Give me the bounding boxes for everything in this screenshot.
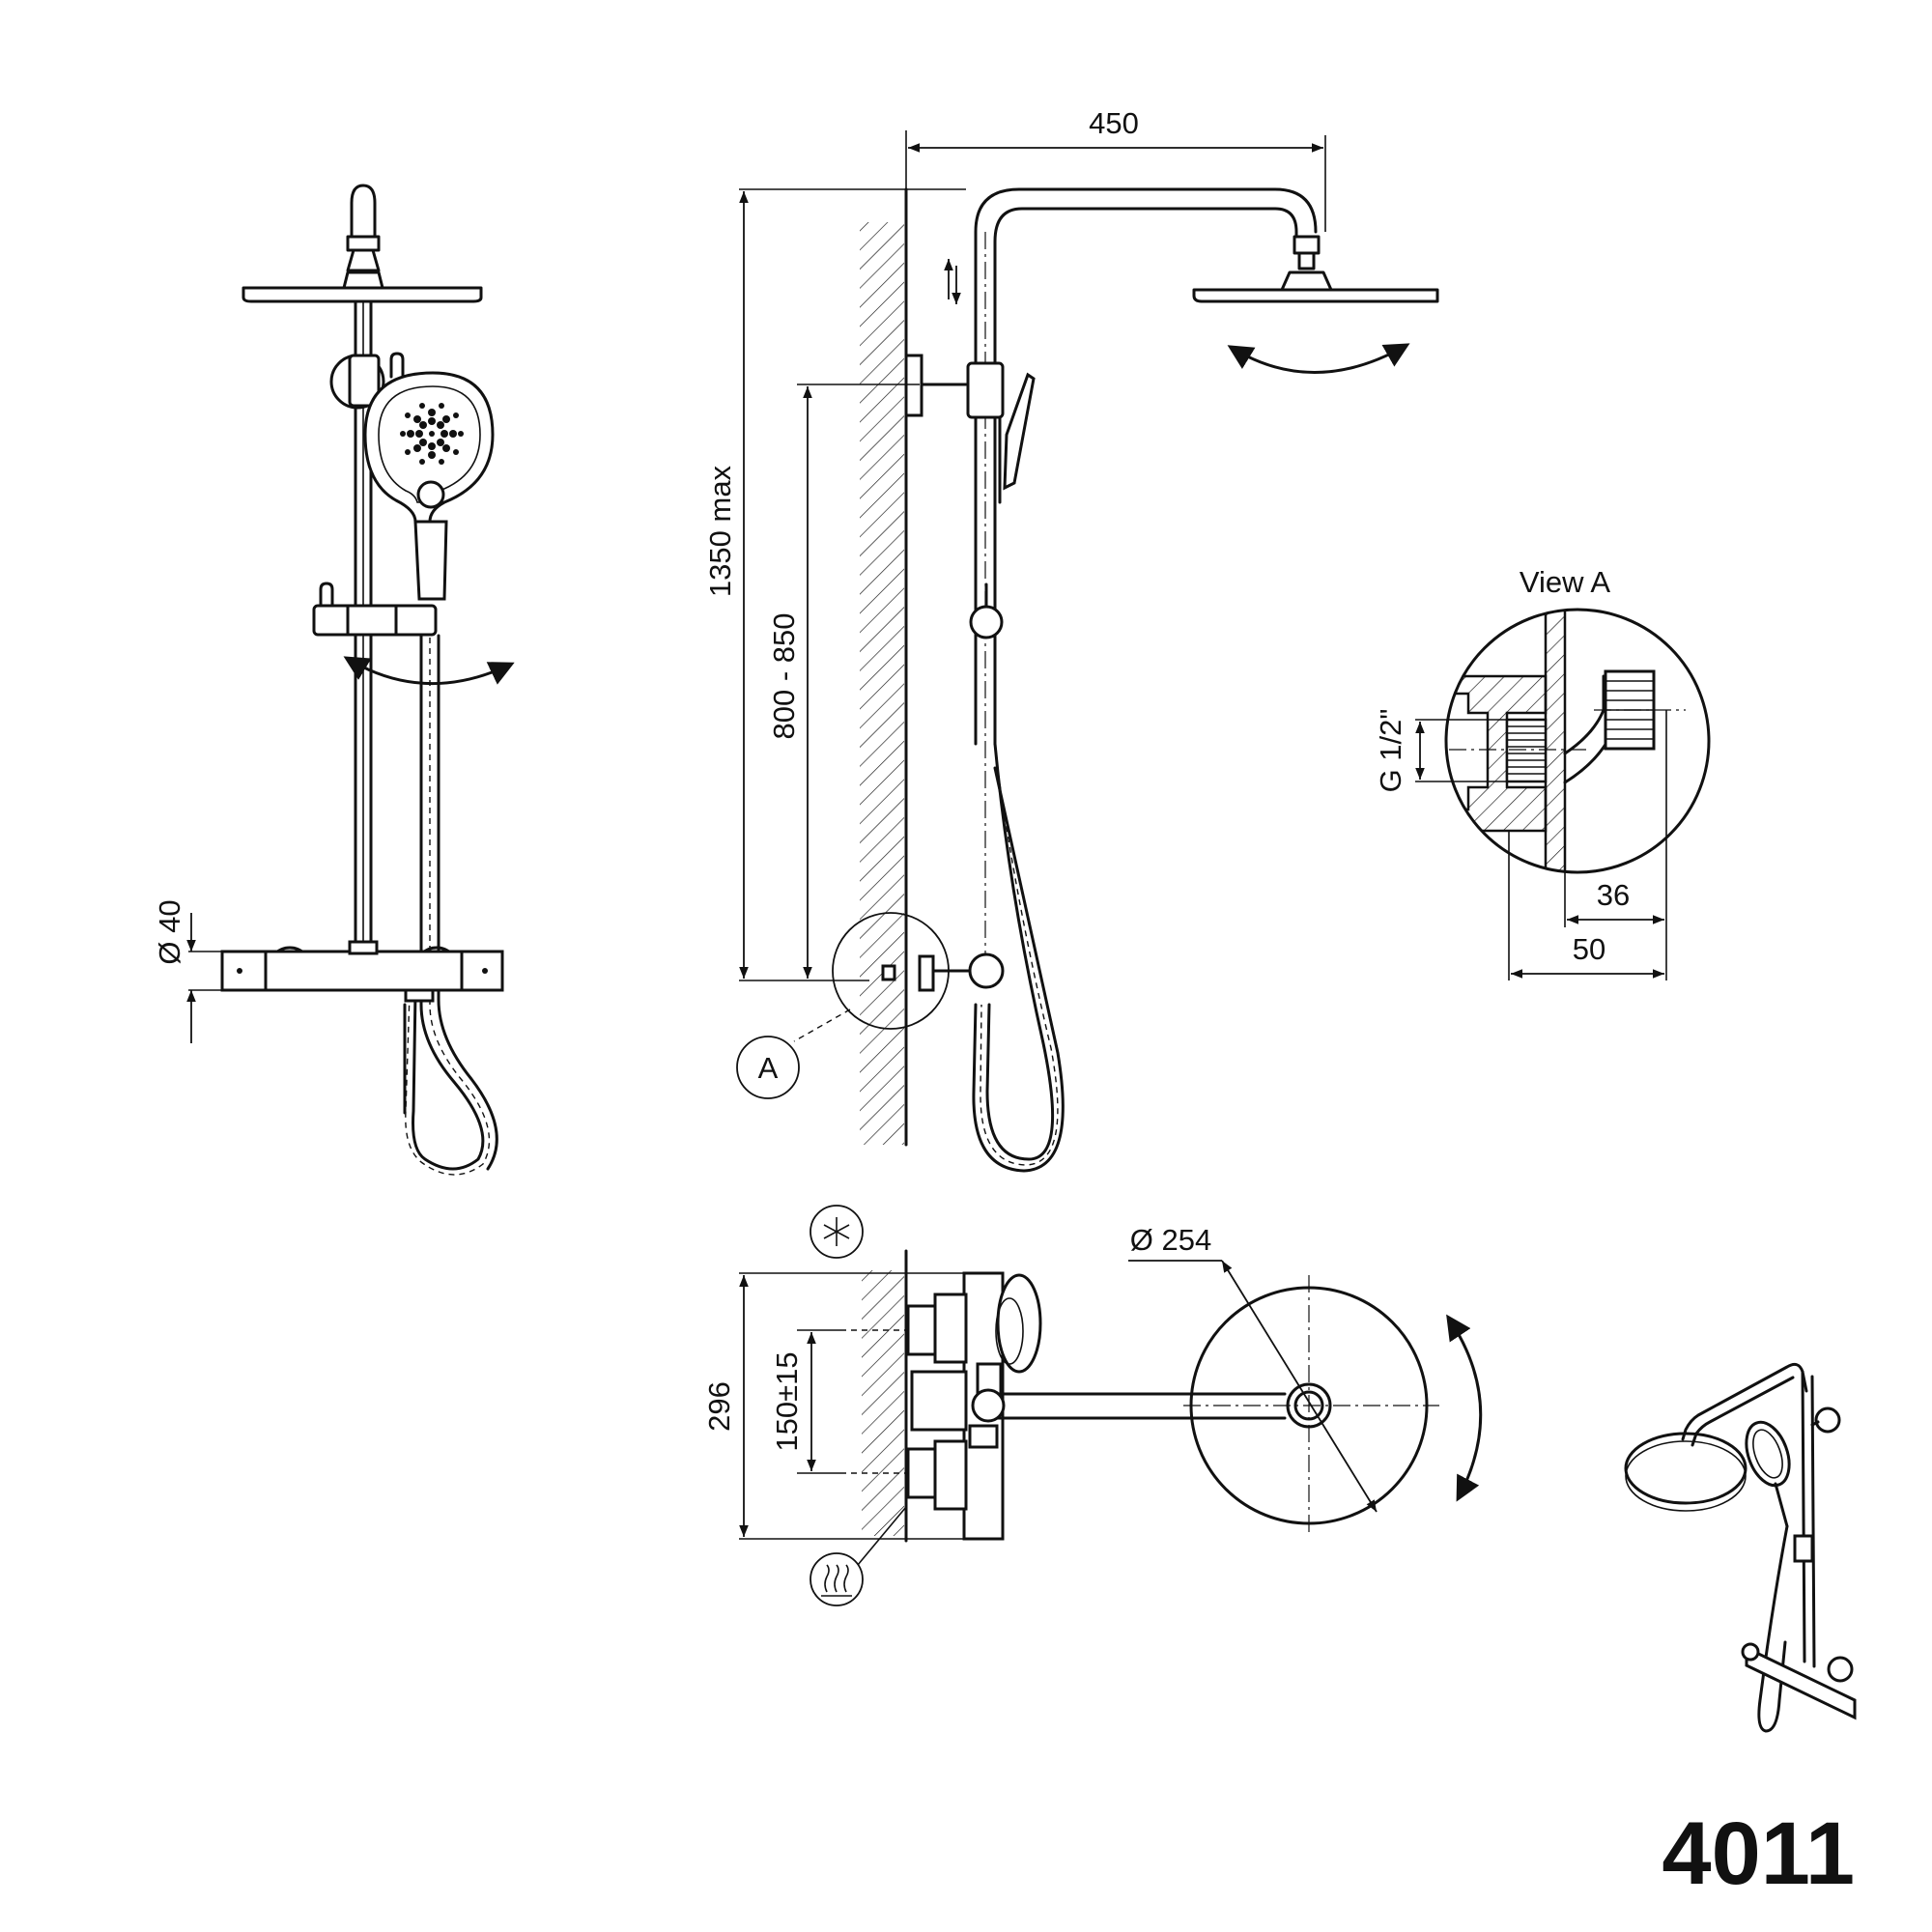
head-connector xyxy=(342,270,384,290)
thread-lines xyxy=(1507,725,1546,775)
hand-shower-handle xyxy=(413,520,448,601)
thermostatic-mixer xyxy=(220,950,504,992)
view-a-detail: View A xyxy=(1374,565,1711,980)
iso-rain-head xyxy=(1624,1432,1747,1505)
view-a-title: View A xyxy=(1520,565,1611,599)
cold-connector xyxy=(906,1304,937,1356)
snowflake-icon xyxy=(823,1217,850,1246)
detail-marker-a xyxy=(736,1036,800,1099)
rain-shower-head-side xyxy=(1192,288,1439,303)
hand-shower-side xyxy=(1003,372,1036,491)
shower-arm xyxy=(974,187,1318,746)
upper-wall-bracket xyxy=(904,354,923,417)
spray-nozzle-pattern xyxy=(400,403,464,465)
cap-swivel xyxy=(346,248,381,272)
svg-text:A: A xyxy=(758,1051,779,1085)
wall-hatching xyxy=(860,222,904,1145)
shower-hose xyxy=(412,634,485,1171)
hose-side xyxy=(985,742,1055,1161)
rotation-arrow-top xyxy=(1446,1314,1483,1502)
dimension-width-450: 450 xyxy=(1089,106,1139,140)
thread-size-label: G 1/2" xyxy=(1374,709,1407,793)
dimension-50: 50 xyxy=(1573,932,1605,966)
iso-riser xyxy=(1801,1370,1806,1663)
side-view: A 1350 max 800 - 850 450 xyxy=(703,106,1439,1173)
hot-connector xyxy=(906,1447,937,1499)
slider-knob-side xyxy=(969,605,1004,639)
mixer-knob-side xyxy=(968,952,1005,989)
dimension-height-800-850: 800 - 850 xyxy=(767,613,801,740)
model-number: 4011 xyxy=(1662,1804,1855,1903)
cold-water-icon xyxy=(810,1205,864,1259)
elbow-connector xyxy=(1563,674,1605,755)
heat-waves-icon xyxy=(821,1564,852,1597)
dimension-diameter-254: Ø 254 xyxy=(1130,1223,1211,1257)
mode-button xyxy=(416,480,445,509)
iso-bracket xyxy=(1814,1406,1841,1434)
iso-hose xyxy=(1757,1524,1789,1733)
top-view: Ø 254 296 150±15 xyxy=(702,1205,1483,1606)
rain-shower-head xyxy=(242,286,483,303)
detail-callout-circle xyxy=(832,912,950,1030)
dimension-spacing-150: 150±15 xyxy=(770,1351,804,1451)
dimension-depth-296: 296 xyxy=(702,1381,736,1432)
iso-arm xyxy=(1681,1362,1808,1441)
isometric-preview xyxy=(1624,1362,1857,1733)
head-swivel xyxy=(1293,235,1321,255)
wall-section xyxy=(1544,610,1567,872)
detail-circle xyxy=(1444,608,1711,874)
tilt-arrow xyxy=(1227,343,1410,374)
slider-knob xyxy=(319,582,334,608)
cap-nut xyxy=(346,235,381,252)
mixer-wall-connector xyxy=(918,954,935,992)
dimension-diameter-40: Ø 40 xyxy=(153,899,186,964)
front-view: Ø 40 xyxy=(153,184,515,1176)
arm-cap xyxy=(350,184,377,239)
dimension-36: 36 xyxy=(1597,878,1630,912)
bracket-screw xyxy=(389,352,405,379)
pipe-socket xyxy=(348,940,379,955)
hot-water-icon xyxy=(810,1552,864,1606)
dimension-height-1350-max: 1350 max xyxy=(703,465,737,597)
rotation-arrow xyxy=(343,656,515,685)
iso-hand-shower xyxy=(1745,1420,1791,1488)
hand-shower-top xyxy=(996,1273,1042,1374)
